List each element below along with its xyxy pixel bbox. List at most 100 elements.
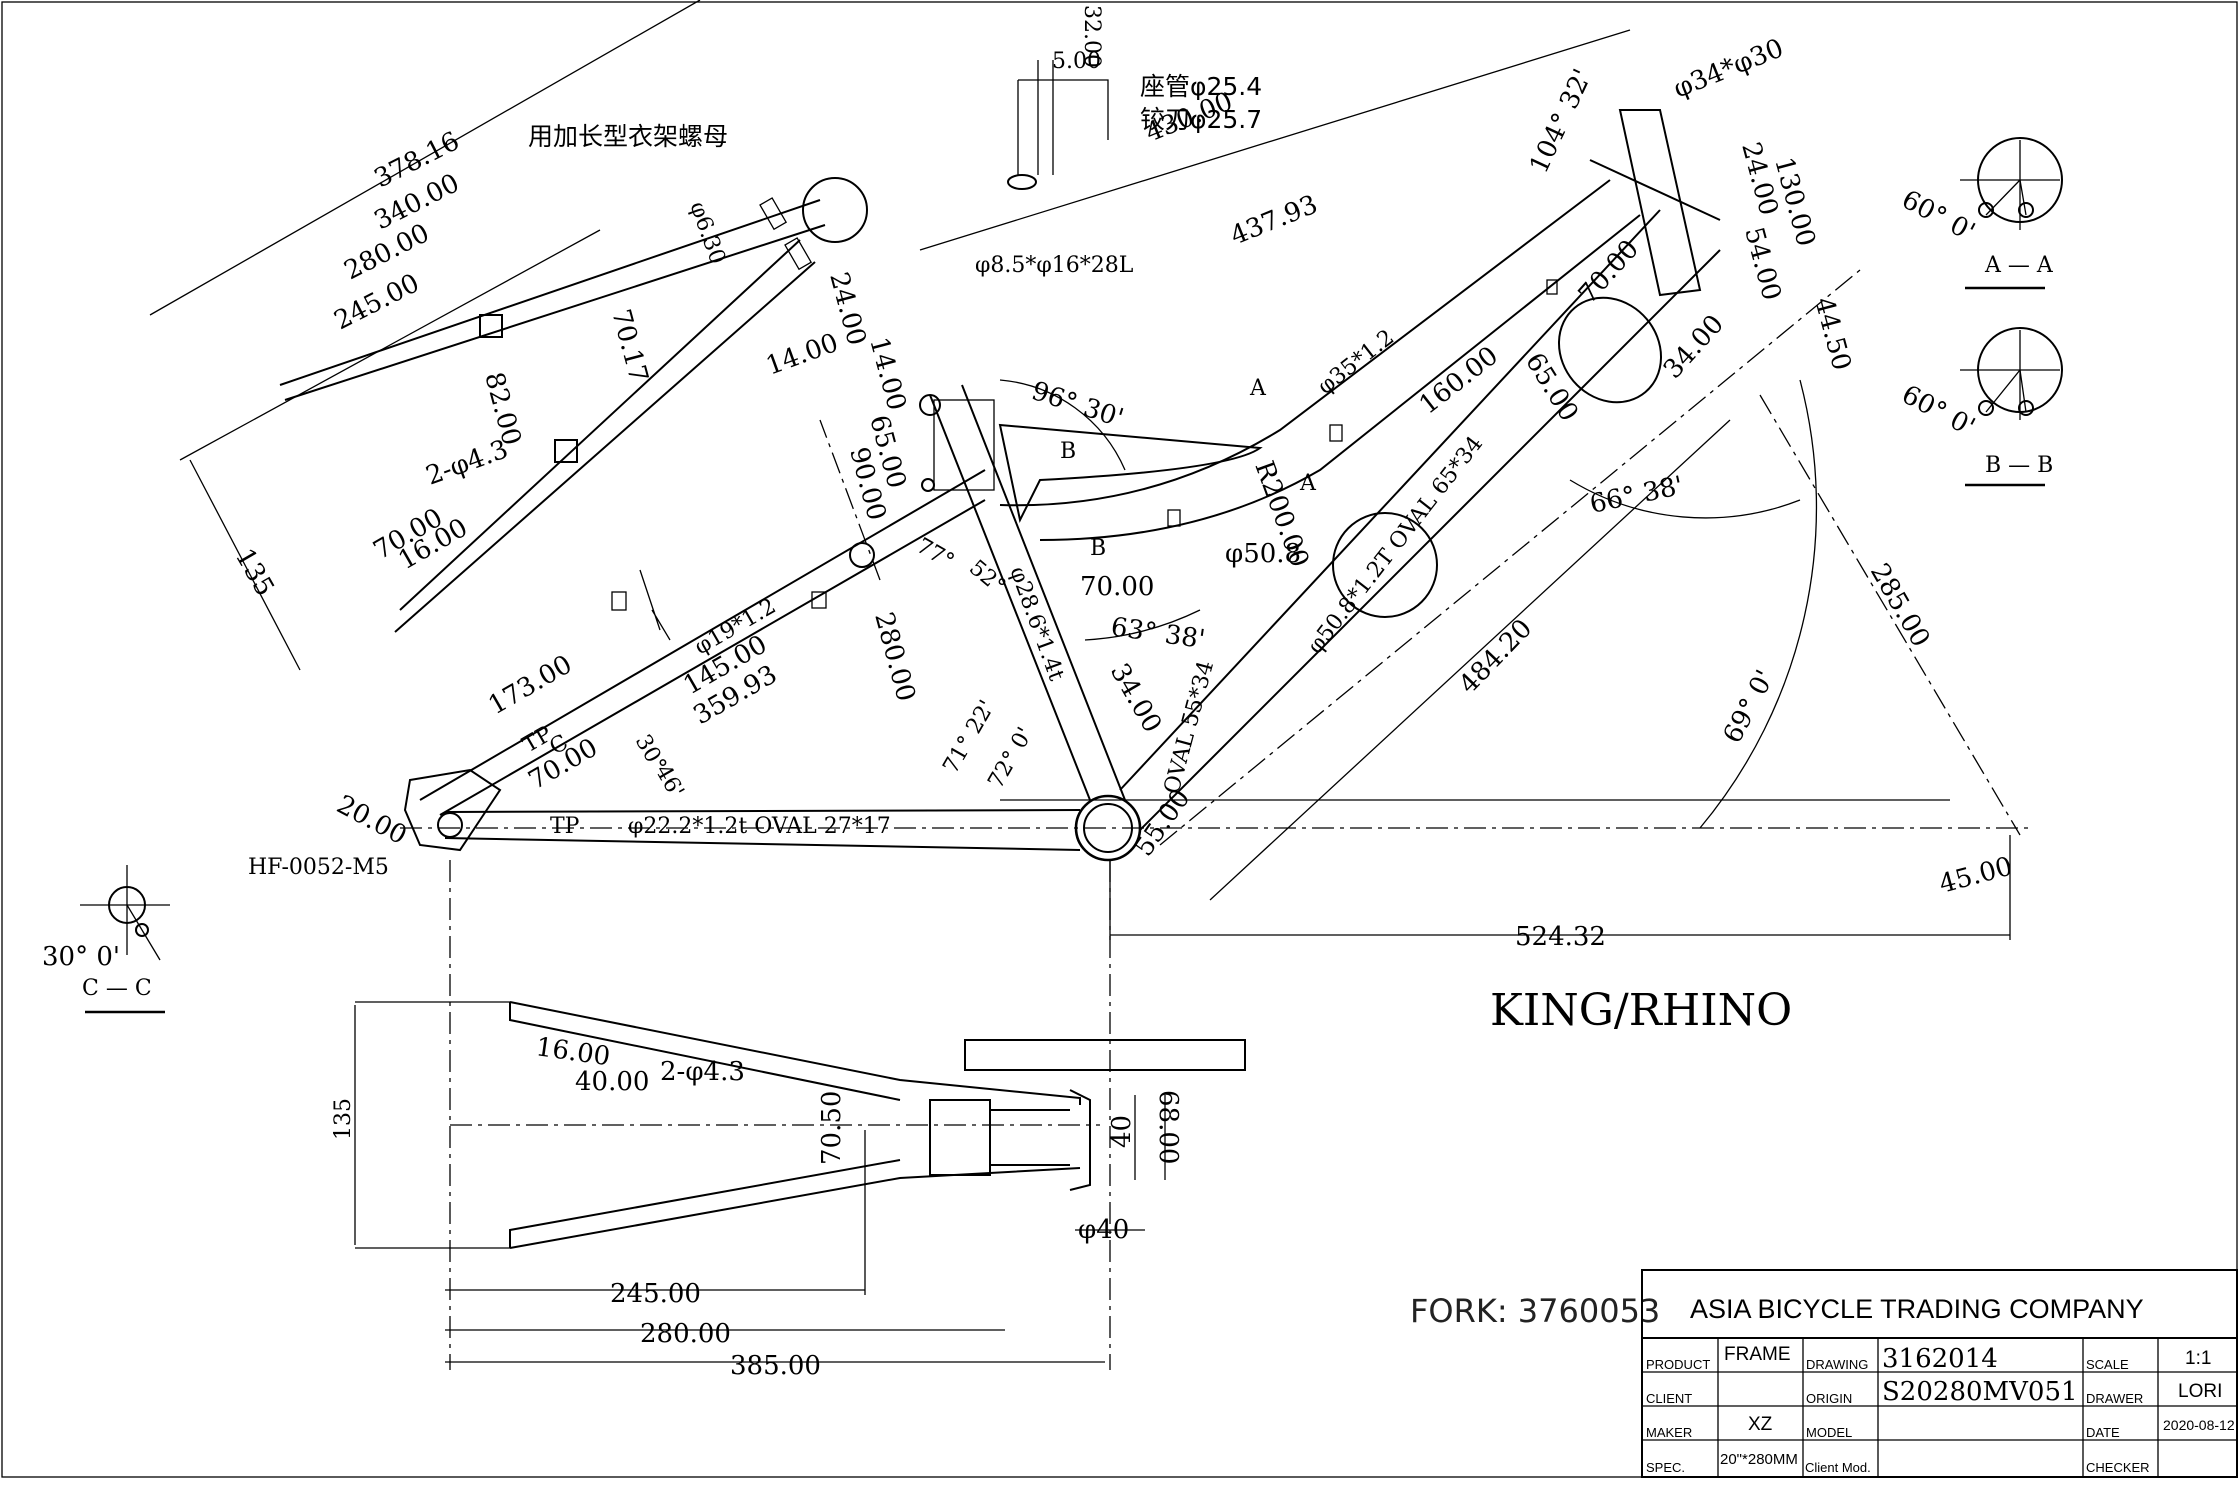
- dim-phi8-5: φ8.5*φ16*28L: [975, 253, 1134, 278]
- rack-side-view: [279, 177, 868, 641]
- seat-tube: [929, 384, 1126, 801]
- section-b-angle: 60° 0': [1897, 380, 1980, 443]
- dim-70-5: 70.50: [817, 1091, 847, 1165]
- section-a-label: A — A: [1984, 253, 2054, 278]
- tb-product-value: FRAME: [1724, 1344, 1791, 1365]
- dim-72deg: 72° 0': [984, 723, 1039, 793]
- fork-label: FORK: 3760053: [1410, 1292, 1660, 1330]
- title-block: ASIA BICYCLE TRADING COMPANY PRODUCT FRA…: [1641, 1269, 2238, 1478]
- label-b-1: B: [1060, 439, 1076, 464]
- dim-phi50-8: φ50.8: [1225, 539, 1301, 569]
- label-a-2: A: [1299, 471, 1317, 496]
- rear-dropout: [403, 768, 502, 852]
- reamer-note: 铰刀φ25.7: [1140, 105, 1262, 134]
- dim-135: 135: [229, 544, 280, 602]
- dim-104deg: 104° 32': [1524, 65, 1598, 178]
- dim-70-17: 70.17: [605, 306, 653, 386]
- section-a-a: [1960, 137, 2063, 290]
- dim-44-5: 44.50: [1808, 294, 1856, 374]
- top-tube: [999, 179, 1641, 541]
- dim-96deg: 96° 30': [1028, 376, 1127, 434]
- dim-phi40: φ40: [1078, 1215, 1129, 1245]
- tb-drawing-value: 3162014: [1882, 1344, 1998, 1374]
- label-b-2: B: [1090, 536, 1106, 561]
- dimension-lines-top: [149, 0, 2030, 1370]
- tb-model-label: MODEL: [1806, 1425, 1852, 1440]
- dim-20: 20.00: [332, 790, 412, 851]
- dim-40-bottom: 40.00: [575, 1067, 649, 1097]
- dim-phi50-8-oval: φ50.8*1.2T OVAL 65*34: [1303, 432, 1488, 659]
- section-c-label: C — C: [82, 976, 152, 1001]
- dim-245-bottom: 245.00: [610, 1279, 701, 1309]
- dim-phi34: φ34*φ30: [1669, 33, 1787, 104]
- tb-drawing-label: DRAWING: [1806, 1357, 1868, 1372]
- tb-spec-value: 20"*280MM: [1720, 1451, 1798, 1468]
- dim-160: 160.00: [1414, 341, 1504, 421]
- tb-date-label: DATE: [2086, 1425, 2120, 1440]
- rack-top-view: [354, 1001, 1246, 1363]
- head-tube: [1618, 109, 1702, 297]
- section-c-angle: 30° 0': [42, 942, 120, 972]
- dim-77deg: 77°: [912, 534, 958, 575]
- downtube-section: [1557, 296, 1663, 404]
- tb-origin-value: S20280MV051: [1882, 1377, 2078, 1407]
- dim-40-mount: 40: [1107, 1115, 1137, 1148]
- tb-maker-label: MAKER: [1646, 1425, 1692, 1440]
- note-cn: 用加长型衣架螺母: [528, 122, 728, 151]
- dim-32: 32.00: [1079, 5, 1104, 68]
- section-c-c: [80, 865, 170, 1014]
- tb-scale-value: 1:1: [2185, 1348, 2211, 1369]
- dim-5: 5.00: [1052, 49, 1101, 74]
- dim-phi35: φ35*1.2: [1313, 325, 1399, 400]
- chain-stay: [444, 809, 1081, 851]
- dim-34-ht: 34.00: [1658, 309, 1730, 384]
- rack-eye: [802, 177, 868, 243]
- dim-54: 54.00: [1738, 224, 1786, 304]
- dim-45: 45.00: [1936, 852, 2016, 900]
- dim-68: 68.00: [1153, 1090, 1183, 1164]
- tb-date-value: 2020-08-12: [2163, 1417, 2235, 1433]
- tb-client-mod-label: Client Mod.: [1805, 1460, 1871, 1475]
- tb-origin-label: ORIGIN: [1806, 1391, 1852, 1406]
- dim-63deg: 63° 38': [1109, 612, 1207, 655]
- dim-phi22-oval: φ22.2*1.2t OVAL 27*17: [628, 814, 891, 839]
- rack-bridge: [929, 1099, 991, 1176]
- dim-14b: 14.00: [863, 334, 911, 414]
- seat-tube-note: 座管φ25.4: [1140, 72, 1262, 101]
- rack-top-rail: [279, 199, 826, 401]
- dim-52deg: 52°: [964, 555, 1010, 599]
- rack-plate: [964, 1039, 1246, 1071]
- dim-524-32: 524.32: [1515, 922, 1606, 952]
- tb-drawer-label: DRAWER: [2086, 1391, 2143, 1406]
- seatpost-detail: [1007, 60, 1109, 190]
- company-name: ASIA BICYCLE TRADING COMPANY: [1690, 1294, 2144, 1324]
- dim-280-seat: 280.00: [868, 609, 921, 705]
- model-name: KING/RHINO: [1490, 985, 1792, 1036]
- dim-280-bottom: 280.00: [640, 1319, 731, 1349]
- section-b-b: [1960, 327, 2063, 487]
- dim-14: 14.00: [762, 328, 842, 382]
- dim-437-93: 437.93: [1226, 190, 1322, 252]
- dim-484-2: 484.20: [1453, 614, 1538, 700]
- dim-69deg: 69° 0': [1718, 665, 1781, 748]
- dim-285: 285.00: [1864, 559, 1935, 653]
- frame-side-view: [403, 109, 1721, 862]
- dim-65-dt: 65.00: [1519, 348, 1584, 427]
- dim-66deg: 66° 38': [1587, 471, 1686, 520]
- tb-maker-value: XZ: [1748, 1414, 1773, 1435]
- label-tp-1: TP: [550, 814, 580, 839]
- dim-135-bottom: 135: [331, 1098, 356, 1140]
- section-a-angle: 60° 0': [1897, 185, 1980, 248]
- tb-client-label: CLIENT: [1646, 1391, 1692, 1406]
- section-b-label: B — B: [1985, 453, 2053, 478]
- tb-scale-label: SCALE: [2086, 1357, 2129, 1372]
- dim-34: 34.00: [1104, 659, 1167, 738]
- tb-spec-label: SPEC.: [1646, 1460, 1685, 1475]
- dim-245: 245.00: [330, 268, 425, 336]
- dim-385: 385.00: [730, 1351, 821, 1381]
- dim-2-phi4-3: 2-φ4.3: [422, 434, 512, 491]
- tb-product-label: PRODUCT: [1646, 1357, 1710, 1372]
- dim-70-gusset: 70.00: [1080, 572, 1154, 602]
